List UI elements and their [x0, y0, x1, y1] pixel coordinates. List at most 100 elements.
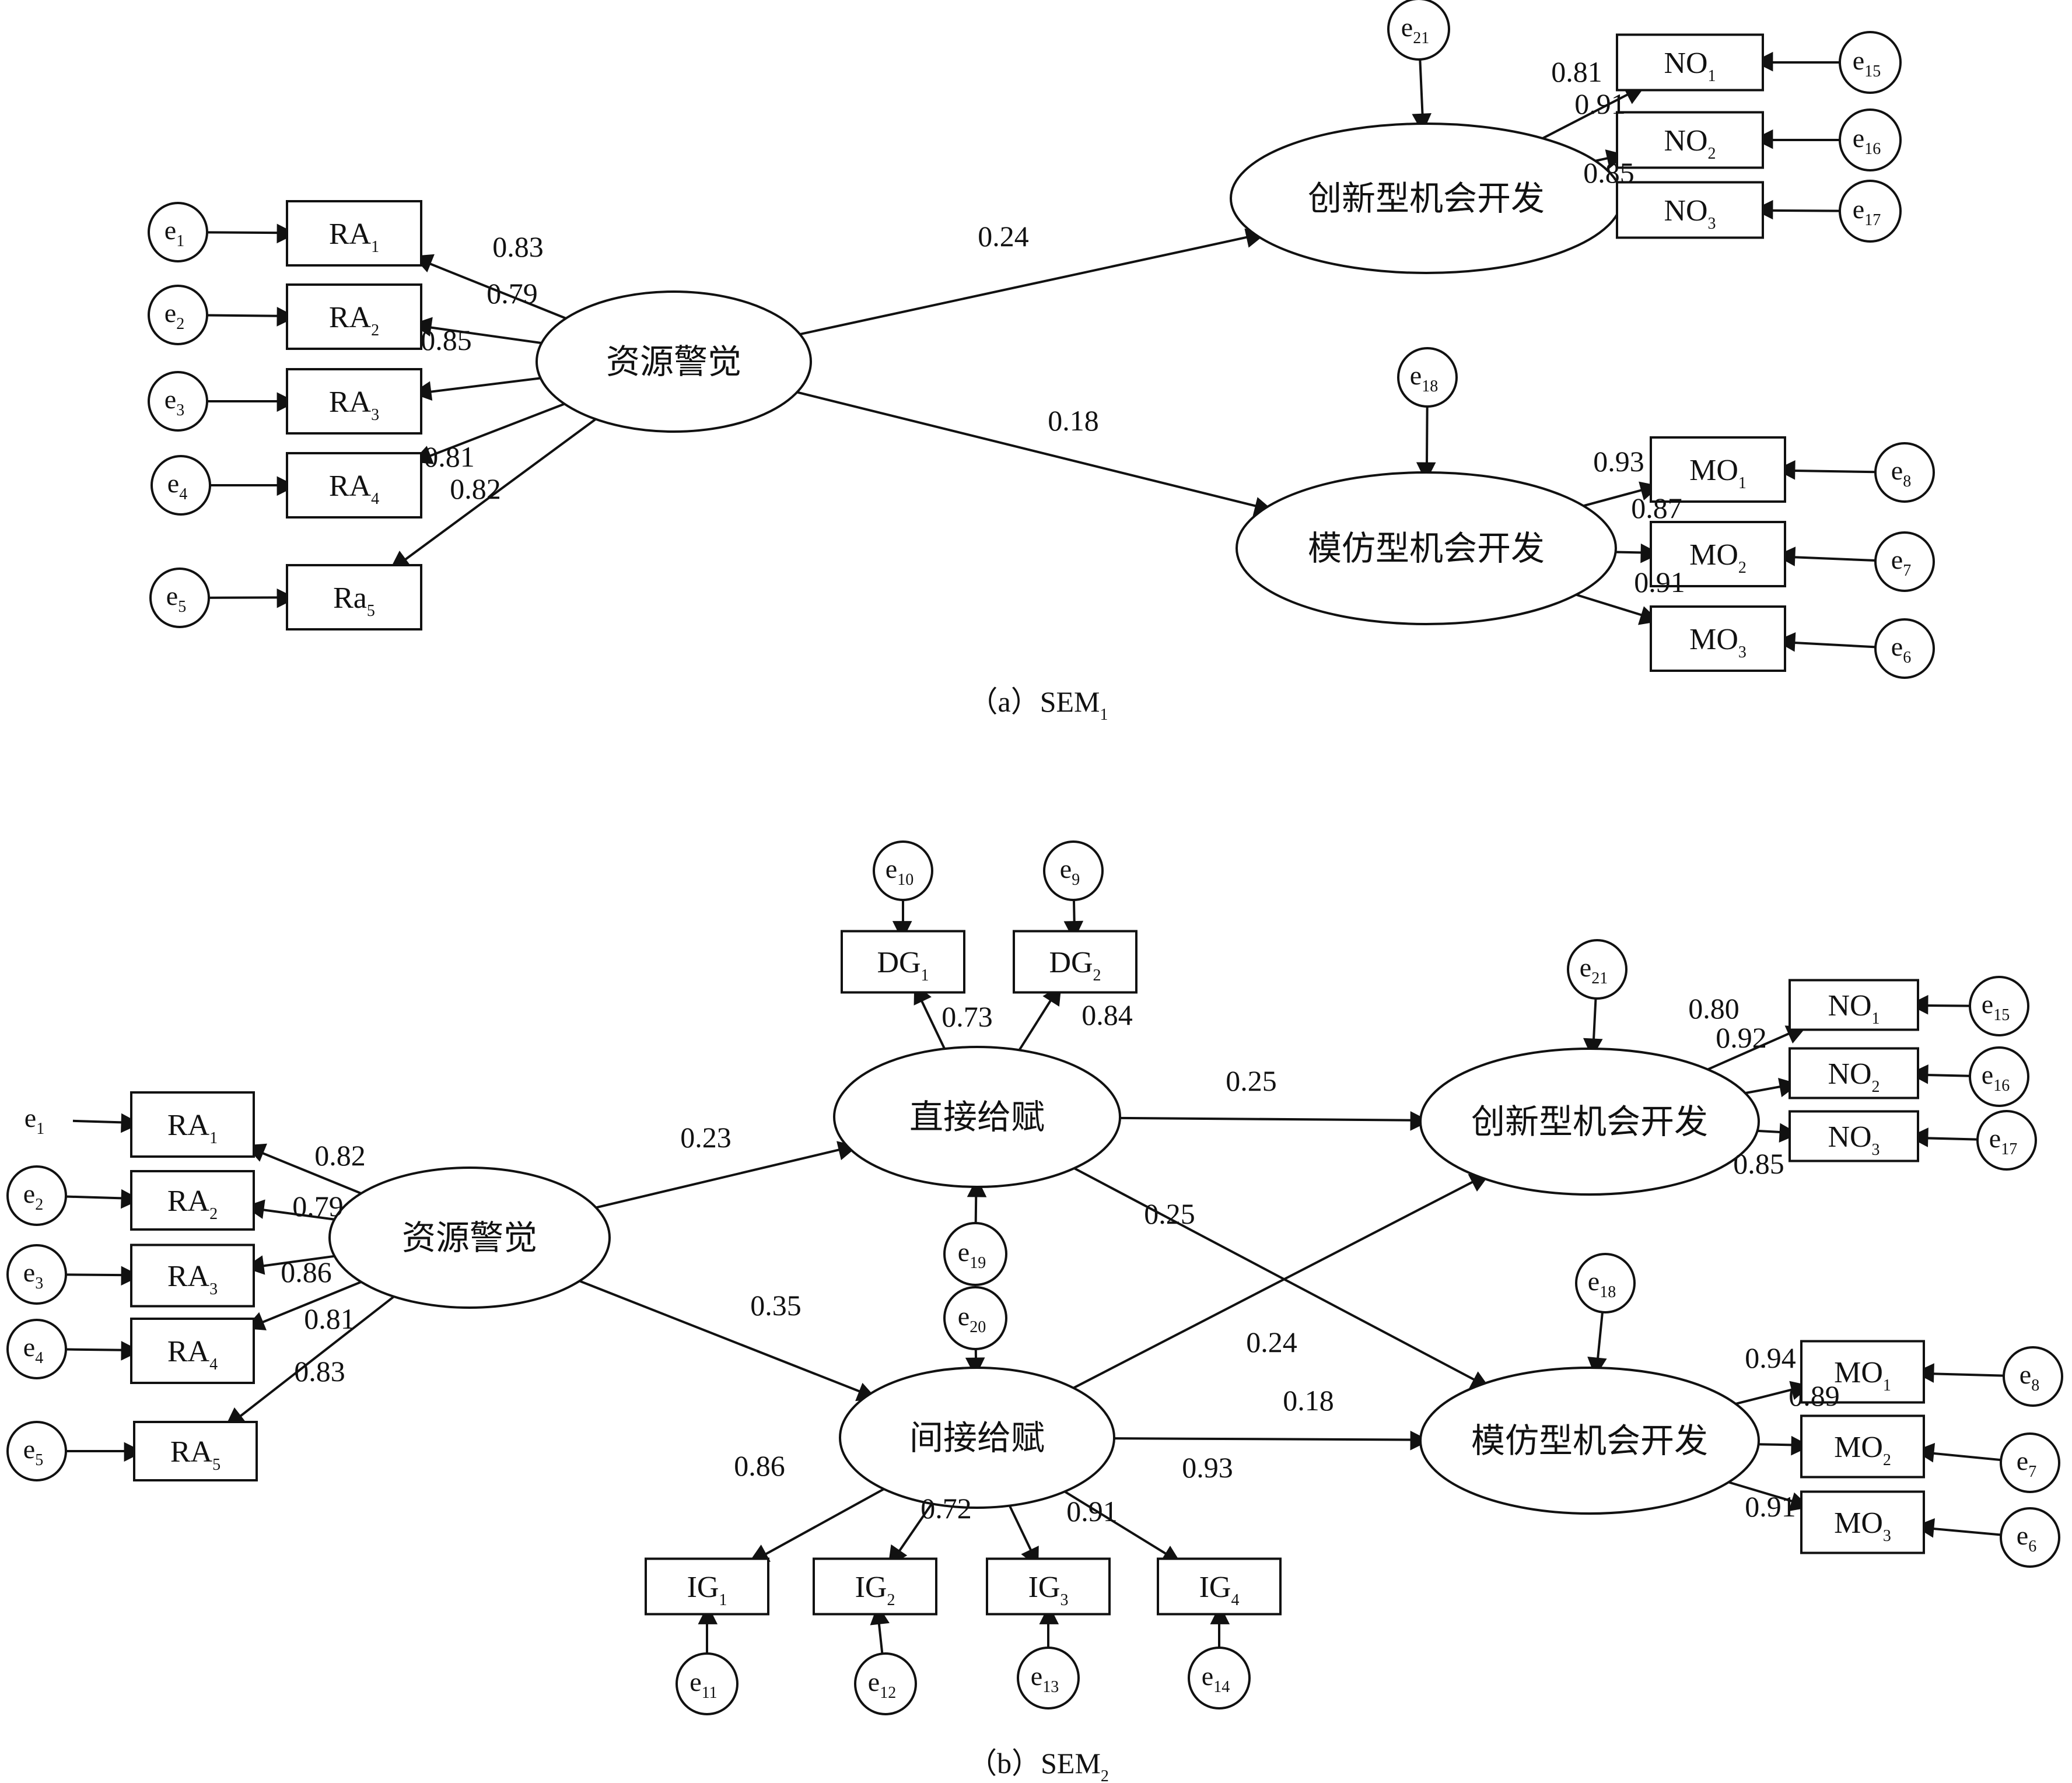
- coefficient-no1: 0.81: [1551, 55, 1602, 88]
- indicator-ra4: RA4: [286, 452, 422, 519]
- svg-text:e8: e8: [1891, 456, 1911, 491]
- svg-text:e8: e8: [2020, 1360, 2039, 1395]
- path-arrow-e1-to-ra1: [206, 223, 297, 244]
- error-term-e4: e4: [150, 455, 211, 516]
- coefficient-ra-to-mo: 0.18: [1048, 404, 1099, 437]
- error-term-e19-letter: e: [958, 1237, 970, 1267]
- indicator-no1-label: NO: [1828, 989, 1871, 1022]
- coefficient-mo3: 0.91: [1634, 566, 1685, 598]
- error-term-e8: e8: [2003, 1346, 2063, 1407]
- error-term-e21-letter: e: [1580, 952, 1591, 982]
- svg-text:RA2: RA2: [167, 1185, 218, 1223]
- error-term-e2-letter: e: [164, 298, 176, 328]
- indicator-ra4-subscript: 4: [209, 1355, 218, 1374]
- coefficient-ra-to-ig: 0.35: [750, 1289, 802, 1322]
- svg-text:e16: e16: [1982, 1060, 2010, 1095]
- panel-b-caption-subscript: 2: [1101, 1767, 1109, 1783]
- error-term-e17-index: 17: [2001, 1140, 2017, 1158]
- svg-text:NO1: NO1: [1664, 47, 1716, 85]
- path-arrow-ig-to-ig1: [748, 1488, 885, 1563]
- svg-text:e6: e6: [1891, 632, 1911, 667]
- svg-text:e12: e12: [868, 1667, 896, 1702]
- svg-text:NO2: NO2: [1828, 1057, 1880, 1096]
- error-term-e7-letter: e: [1891, 545, 1903, 575]
- error-term-e11: e11: [676, 1652, 738, 1715]
- error-term-e8-index: 8: [2031, 1376, 2039, 1395]
- coefficient-ig3: 0.91: [1066, 1495, 1118, 1528]
- svg-text:MO2: MO2: [1834, 1431, 1891, 1469]
- svg-text:RA3: RA3: [167, 1260, 218, 1298]
- latent-no: 创新型机会开发: [1419, 1048, 1760, 1196]
- error-term-e16: e16: [1839, 108, 1902, 171]
- coefficient-ra4: 0.81: [424, 440, 475, 473]
- coefficient-ig1: 0.86: [734, 1449, 785, 1482]
- indicator-mo1-subscript: 1: [1738, 474, 1746, 492]
- latent-no: 创新型机会开发: [1230, 122, 1623, 274]
- panel-b: 资源警觉直接给赋间接给赋创新型机会开发模仿型机会开发RA1RA2RA3RA4RA…: [6, 840, 2063, 1715]
- coefficient-ra5: 0.82: [450, 472, 501, 505]
- indicator-ig4: IG4: [1157, 1557, 1282, 1616]
- indicator-ra1: RA1: [286, 200, 422, 267]
- error-term-e4-index: 4: [35, 1349, 43, 1367]
- indicator-mo1: MO1: [1800, 1340, 1925, 1404]
- indicator-ra2-label: RA: [329, 301, 372, 334]
- indicator-ra5: Ra5: [286, 564, 422, 630]
- path-arrow-e3-to-ra3: [65, 1266, 141, 1286]
- indicator-mo2-label: MO: [1834, 1431, 1883, 1464]
- svg-text:e15: e15: [1982, 989, 2010, 1024]
- indicator-mo1: MO1: [1650, 436, 1786, 503]
- error-term-e6-index: 6: [1903, 649, 1911, 667]
- error-term-e2-index: 2: [35, 1196, 43, 1214]
- indicator-dg2-label: DG: [1049, 946, 1093, 979]
- error-term-e18: e18: [1575, 1253, 1636, 1313]
- error-term-e3-letter: e: [23, 1257, 35, 1287]
- path-arrow-no-to-no2: [1595, 149, 1627, 169]
- svg-text:IG3: IG3: [1028, 1571, 1069, 1609]
- indicator-mo1-subscript: 1: [1883, 1376, 1891, 1395]
- error-term-e8: e8: [1874, 442, 1935, 503]
- error-term-e15: e15: [1969, 976, 2029, 1036]
- indicator-ig4-label: IG: [1199, 1571, 1231, 1604]
- svg-text:e20: e20: [958, 1301, 986, 1336]
- indicator-mo3-subscript: 3: [1738, 643, 1746, 661]
- latent-mo-label: 模仿型机会开发: [1308, 530, 1545, 568]
- coefficient-mo1: 0.93: [1593, 445, 1644, 478]
- error-term-e1-index: 1: [176, 232, 184, 250]
- error-term-e16: e16: [1969, 1046, 2029, 1107]
- latent-no-label: 创新型机会开发: [1471, 1103, 1708, 1141]
- svg-text:e15: e15: [1853, 45, 1881, 80]
- path-arrow-e1-to-ra1: [72, 1113, 141, 1133]
- indicator-no2-subscript: 2: [1708, 145, 1716, 163]
- latent-ra: 资源警觉: [328, 1167, 611, 1309]
- path-arrow-ig-to-ig3: [1008, 1505, 1039, 1568]
- indicator-ra5-label: Ra: [333, 582, 367, 615]
- error-term-e15-index: 15: [1864, 62, 1881, 80]
- error-term-e13: e13: [1017, 1647, 1080, 1710]
- svg-text:e19: e19: [958, 1237, 986, 1272]
- error-term-e3-letter: e: [164, 384, 176, 414]
- coefficient-ra3: 0.86: [281, 1256, 332, 1288]
- svg-text:e17: e17: [1989, 1123, 2017, 1158]
- error-term-e6-index: 6: [2028, 1537, 2036, 1556]
- path-arrow-dg-to-dg1: [914, 983, 946, 1050]
- coefficient-ra2: 0.79: [487, 277, 538, 310]
- svg-text:MO1: MO1: [1689, 454, 1746, 492]
- svg-text:IG4: IG4: [1199, 1571, 1240, 1609]
- svg-text:RA1: RA1: [167, 1109, 218, 1147]
- error-term-e21: e21: [1567, 939, 1628, 1000]
- panel-a-caption-subscript: 1: [1100, 706, 1108, 724]
- error-term-e5-letter: e: [23, 1434, 35, 1464]
- error-term-e1: e1: [148, 202, 208, 262]
- coefficient-no1: 0.80: [1688, 992, 1740, 1025]
- path-arrow-ig-to-no: [1073, 1174, 1490, 1389]
- error-term-e7-letter: e: [2017, 1446, 2028, 1476]
- coefficient-ra4: 0.81: [304, 1302, 355, 1335]
- indicator-mo3: MO3: [1650, 605, 1786, 672]
- indicator-mo2-subscript: 2: [1883, 1451, 1891, 1469]
- indicator-ig1-subscript: 1: [719, 1591, 727, 1609]
- indicator-ra2-subscript: 2: [371, 321, 379, 339]
- error-term-e20: e20: [943, 1286, 1007, 1350]
- svg-text:e10: e10: [886, 854, 914, 889]
- error-term-e7-index: 7: [1903, 562, 1911, 580]
- svg-text:MO3: MO3: [1834, 1507, 1891, 1545]
